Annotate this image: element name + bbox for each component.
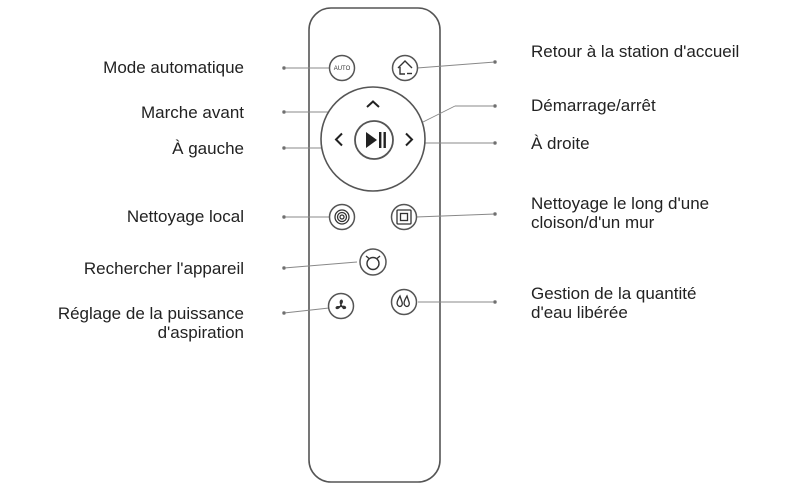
spiral-icon bbox=[334, 209, 350, 225]
label-spot-clean: Nettoyage local bbox=[126, 207, 244, 226]
water-drops-icon bbox=[396, 294, 410, 308]
play-pause-icon bbox=[366, 132, 386, 148]
bell-icon bbox=[365, 255, 381, 271]
remote-body bbox=[308, 7, 441, 483]
label-left: À gauche bbox=[172, 139, 244, 158]
left-arrow-icon[interactable] bbox=[334, 132, 343, 147]
label-edge-clean-line2: cloison/d'un mur bbox=[531, 213, 655, 232]
up-arrow-icon[interactable] bbox=[366, 100, 380, 108]
label-edge-clean: Nettoyage le long d'une cloison/d'un mur bbox=[531, 194, 709, 232]
label-suction-power: Réglage de la puissance d'aspiration bbox=[58, 304, 244, 342]
find-device-button[interactable] bbox=[359, 248, 387, 276]
label-forward: Marche avant bbox=[141, 103, 244, 122]
water-quantity-button[interactable] bbox=[390, 288, 418, 316]
auto-button-label: AUTO bbox=[334, 66, 351, 72]
label-suction-power-line1: Réglage de la puissance bbox=[57, 304, 244, 323]
home-button[interactable] bbox=[391, 54, 419, 82]
label-water-quantity-line2: d'eau libérée bbox=[531, 303, 628, 322]
spot-clean-button[interactable] bbox=[328, 203, 356, 231]
label-mode-auto: Mode automatique bbox=[103, 58, 244, 77]
auto-button[interactable]: AUTO bbox=[328, 54, 356, 82]
label-start-stop: Démarrage/arrêt bbox=[531, 96, 656, 115]
start-stop-button[interactable] bbox=[354, 120, 394, 160]
label-return-dock: Retour à la station d'accueil bbox=[531, 42, 740, 61]
label-edge-clean-line1: Nettoyage le long d'une bbox=[531, 194, 710, 213]
label-suction-power-line2: d'aspiration bbox=[157, 323, 244, 342]
label-right: À droite bbox=[531, 134, 590, 153]
label-water-quantity-line1: Gestion de la quantité bbox=[531, 284, 697, 303]
label-find-device: Rechercher l'appareil bbox=[83, 259, 244, 278]
right-arrow-icon[interactable] bbox=[405, 132, 414, 147]
suction-power-button[interactable] bbox=[327, 292, 355, 320]
fan-icon bbox=[335, 299, 347, 310]
leader-lines-left bbox=[282, 66, 368, 315]
label-water-quantity: Gestion de la quantité d'eau libérée bbox=[531, 284, 696, 322]
leader-lines-right bbox=[386, 60, 497, 304]
wall-icon bbox=[396, 209, 412, 225]
edge-clean-button[interactable] bbox=[390, 203, 418, 231]
home-icon bbox=[397, 60, 413, 75]
